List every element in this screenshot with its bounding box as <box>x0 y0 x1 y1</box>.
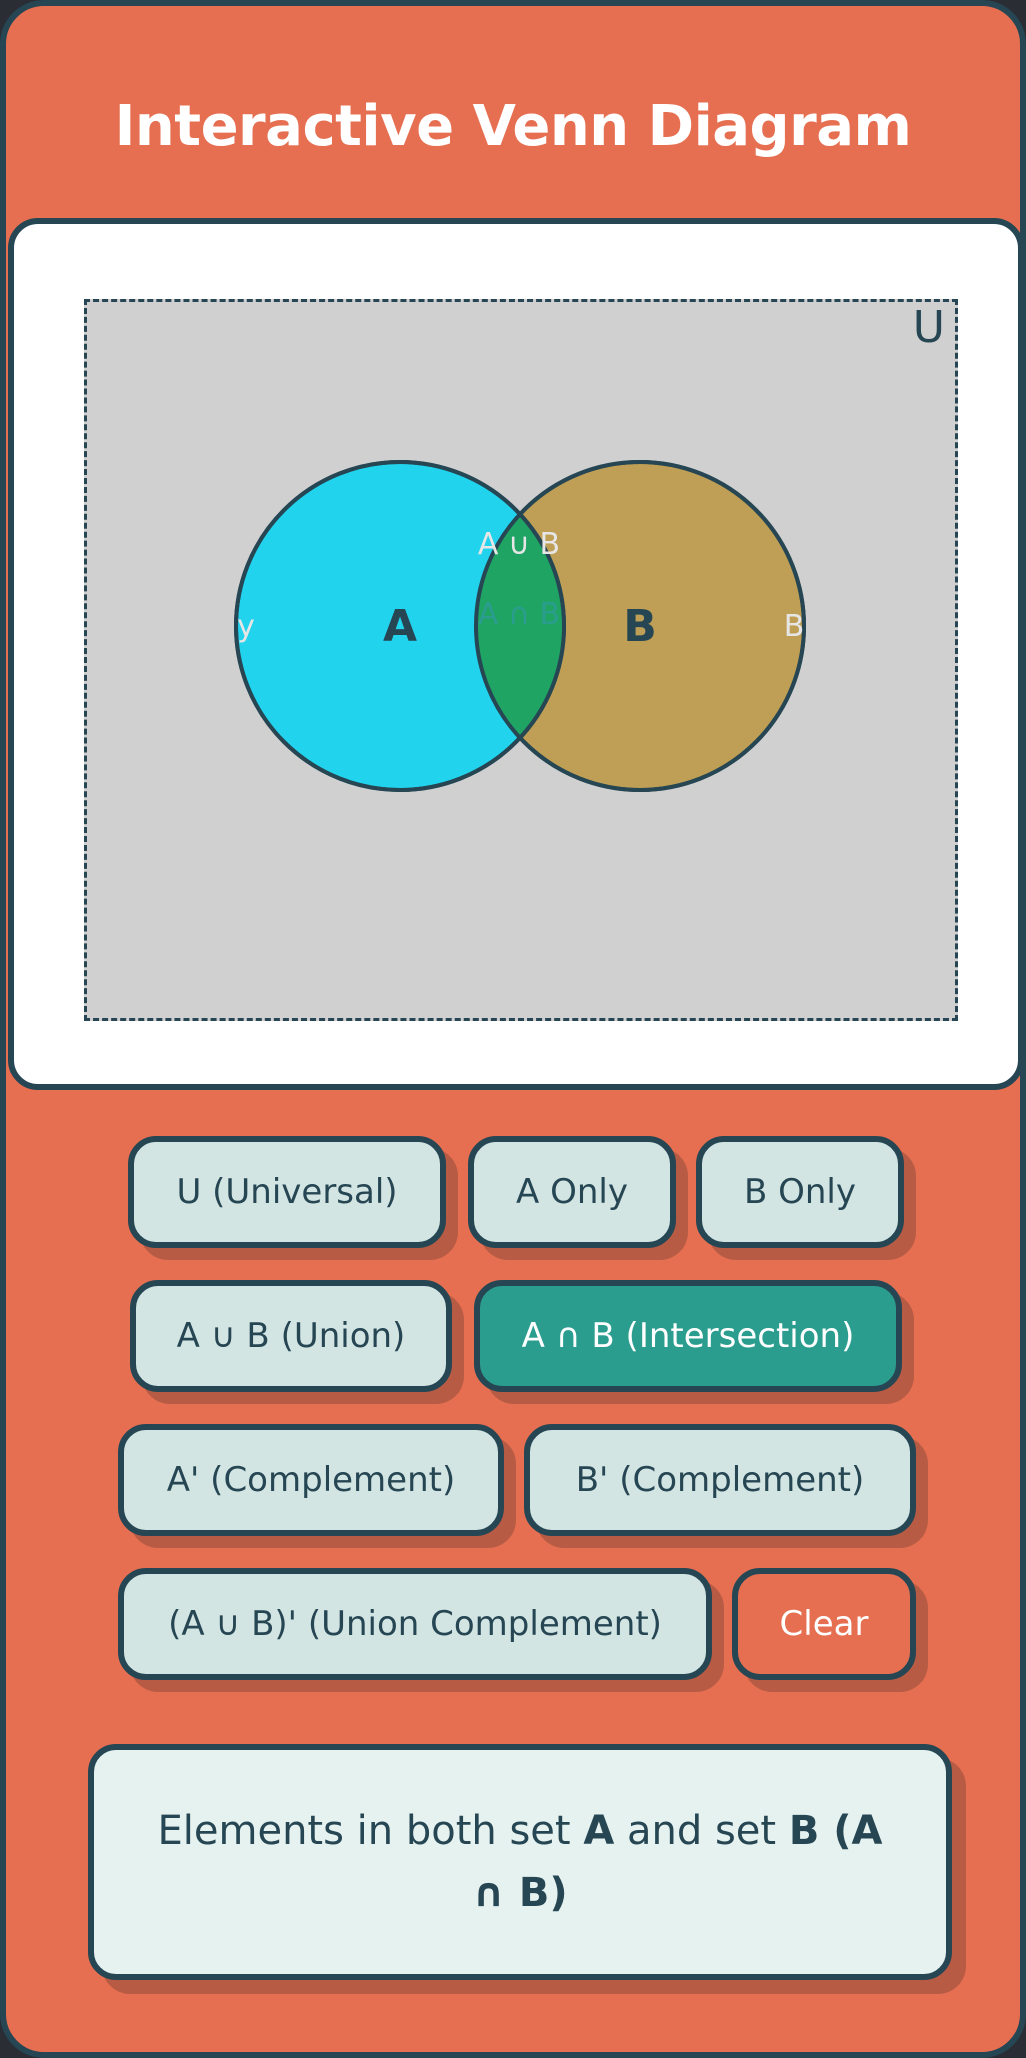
venn-diagram: A B A ∪ B A ∩ B y B <box>234 460 806 792</box>
universe-label: U <box>912 302 945 353</box>
a-only-button[interactable]: A Only <box>468 1136 676 1248</box>
description-set-b: B <box>788 1808 820 1854</box>
set-a-label: A <box>383 601 417 652</box>
diagram-card: U A B A ∪ B A ∩ B y B <box>8 218 1020 1090</box>
right-edge-label: B <box>784 609 805 644</box>
description-text-2: and set <box>614 1808 789 1854</box>
set-b-outline <box>474 460 806 792</box>
description-notation: A ∩ B <box>472 1808 883 1916</box>
button-row-2: A ∪ B (Union) A ∩ B (Intersection) <box>6 1280 1020 1400</box>
set-b-label: B <box>623 601 657 652</box>
description-text-3: ( <box>819 1808 852 1854</box>
a-complement-button[interactable]: A' (Complement) <box>118 1424 504 1536</box>
b-only-button[interactable]: B Only <box>696 1136 904 1248</box>
description-panel: Elements in both set A and set B (A ∩ B) <box>88 1744 952 1980</box>
union-complement-button[interactable]: (A ∪ B)' (Union Complement) <box>118 1568 712 1680</box>
description-set-a: A <box>583 1808 615 1854</box>
union-label: A ∪ B <box>478 527 560 562</box>
clear-button[interactable]: Clear <box>732 1568 916 1680</box>
intersection-button[interactable]: A ∩ B (Intersection) <box>474 1280 902 1392</box>
button-row-1: U (Universal) A Only B Only <box>6 1136 1020 1256</box>
intersection-label: A ∩ B <box>478 597 560 632</box>
description-text-1: Elements in both set <box>157 1808 584 1854</box>
page-title: Interactive Venn Diagram <box>114 94 912 159</box>
description-text-4: ) <box>549 1870 568 1916</box>
universal-button[interactable]: U (Universal) <box>128 1136 446 1248</box>
left-edge-label: y <box>237 609 255 644</box>
union-button[interactable]: A ∪ B (Union) <box>130 1280 452 1392</box>
set-a-outline <box>234 460 566 792</box>
b-complement-button[interactable]: B' (Complement) <box>524 1424 916 1536</box>
button-row-3: A' (Complement) B' (Complement) <box>6 1424 1020 1544</box>
button-row-4: (A ∪ B)' (Union Complement) Clear <box>6 1568 1020 1688</box>
